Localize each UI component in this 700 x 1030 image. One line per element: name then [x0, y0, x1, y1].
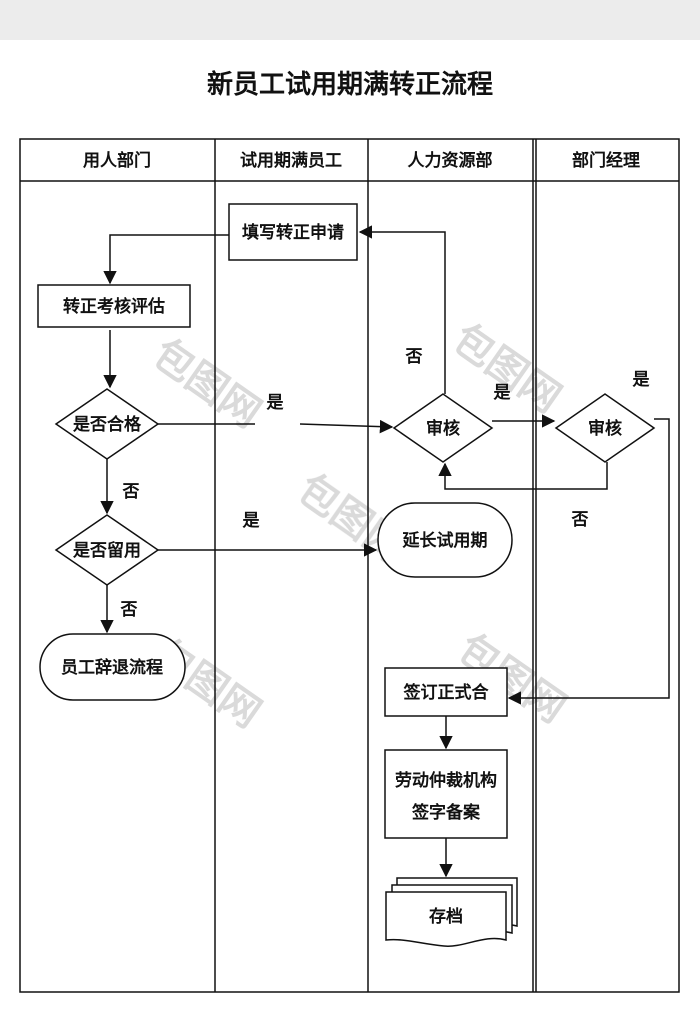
lane-header-probation-employee: 试用期满员工 — [240, 150, 342, 171]
edge-label-hr-yes: 是 — [494, 383, 511, 403]
edge-label-manager-yes: 是 — [633, 370, 650, 390]
svg-text:劳动仲裁机构: 劳动仲裁机构 — [395, 770, 497, 791]
svg-text:存档: 存档 — [429, 906, 463, 927]
node-fill-application: 填写转正申请 — [228, 203, 358, 261]
lane-header-employer-dept: 用人部门 — [83, 150, 151, 171]
edge-label-qualified-yes: 是 — [267, 393, 284, 413]
lane-header-hr-dept: 人力资源部 — [408, 150, 493, 171]
svg-text:审核: 审核 — [588, 418, 622, 439]
top-band — [0, 0, 700, 40]
edge-manager-no-to-hr — [438, 462, 608, 490]
edge-qualified-yes-to-hr — [158, 424, 392, 427]
svg-text:审核: 审核 — [426, 418, 460, 439]
edge-fill-to-assessment — [103, 234, 229, 285]
svg-text:签字备案: 签字备案 — [411, 802, 481, 823]
node-qualified-decision: 是否合格 — [54, 388, 160, 460]
svg-text:是否留用: 是否留用 — [73, 540, 141, 561]
edges — [100, 225, 670, 878]
node-retain-decision: 是否留用 — [54, 514, 160, 586]
edge-label-retain-no: 否 — [120, 600, 138, 620]
svg-text:填写转正申请: 填写转正申请 — [242, 222, 344, 243]
edge-label-retain-yes: 是 — [243, 511, 260, 531]
node-resign-process: 员工辞退流程 — [39, 633, 186, 701]
node-assessment: 转正考核评估 — [37, 284, 191, 328]
watermark-text: 包图网 — [444, 316, 569, 423]
page-title: 新员工试用期满转正流程 — [206, 70, 493, 100]
svg-text:签订正式合: 签订正式合 — [403, 682, 490, 703]
watermark-text: 包图网 — [144, 331, 269, 438]
edge-label-manager-no: 否 — [571, 510, 589, 530]
svg-text:延长试用期: 延长试用期 — [402, 530, 488, 551]
node-manager-review: 审核 — [554, 393, 656, 463]
node-arbitration-filing: 劳动仲裁机构 签字备案 — [384, 749, 508, 839]
edge-manager-yes-to-contract — [507, 418, 670, 705]
edge-label-hr-no: 否 — [405, 347, 423, 367]
node-extend-probation: 延长试用期 — [377, 502, 513, 578]
edge-hr-no-to-fill — [358, 225, 446, 394]
svg-text:员工辞退流程: 员工辞退流程 — [61, 657, 163, 678]
svg-text:是否合格: 是否合格 — [73, 414, 142, 435]
swimlane-frame — [19, 138, 680, 993]
node-archive: 存档 — [385, 877, 518, 947]
edge-label-qualified-no: 否 — [122, 482, 140, 502]
lane-header-dept-manager: 部门经理 — [572, 150, 640, 171]
node-sign-contract: 签订正式合 — [384, 667, 508, 717]
node-hr-review: 审核 — [392, 393, 494, 463]
svg-text:转正考核评估: 转正考核评估 — [63, 296, 165, 317]
